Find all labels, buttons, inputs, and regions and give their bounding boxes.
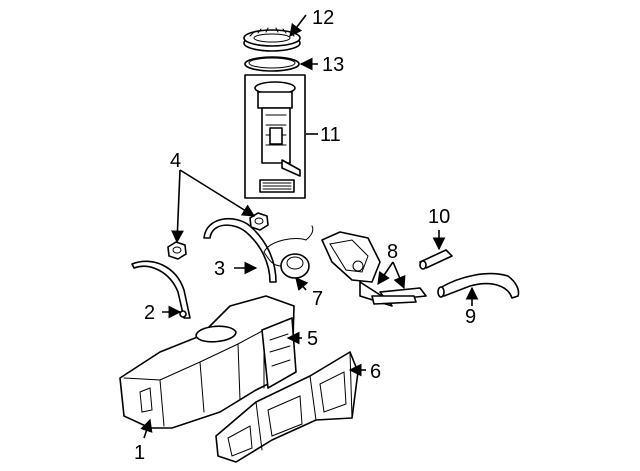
callout-10: 10 bbox=[428, 206, 450, 228]
mounting-nut-left bbox=[167, 241, 187, 260]
leader-lines bbox=[140, 14, 479, 439]
leader-7 bbox=[295, 277, 309, 291]
vent-hose bbox=[419, 249, 453, 270]
leader-12 bbox=[289, 14, 307, 38]
fill-hose bbox=[437, 272, 520, 299]
fuel-pump-module bbox=[244, 74, 306, 199]
leader-1 bbox=[140, 418, 153, 439]
leader-8b bbox=[392, 261, 406, 290]
leader-4b bbox=[179, 169, 256, 217]
filler-neck-assembly bbox=[321, 231, 427, 307]
callout-1: 1 bbox=[134, 442, 145, 464]
tank-strap-front bbox=[131, 260, 191, 319]
lock-ring bbox=[243, 27, 301, 52]
callout-2: 2 bbox=[144, 302, 155, 324]
skid-plate bbox=[215, 351, 359, 463]
callout-3: 3 bbox=[214, 258, 225, 280]
callout-12: 12 bbox=[312, 7, 334, 29]
callout-9: 9 bbox=[465, 306, 476, 328]
callout-4: 4 bbox=[170, 150, 181, 172]
callout-5: 5 bbox=[307, 328, 318, 350]
callout-13: 13 bbox=[322, 54, 344, 76]
callout-11: 11 bbox=[320, 124, 341, 146]
tank-strap-rear bbox=[203, 218, 277, 283]
callout-7: 7 bbox=[312, 288, 323, 310]
fuel-level-sensor bbox=[263, 225, 314, 279]
callout-labels: 12 13 11 4 10 8 3 7 2 9 5 6 1 bbox=[134, 7, 476, 464]
leader-4a bbox=[171, 169, 184, 244]
callout-6: 6 bbox=[370, 361, 381, 383]
pump-seal bbox=[244, 56, 300, 72]
leader-8a bbox=[377, 261, 394, 286]
callout-8: 8 bbox=[387, 241, 398, 263]
heat-shield bbox=[261, 317, 297, 389]
